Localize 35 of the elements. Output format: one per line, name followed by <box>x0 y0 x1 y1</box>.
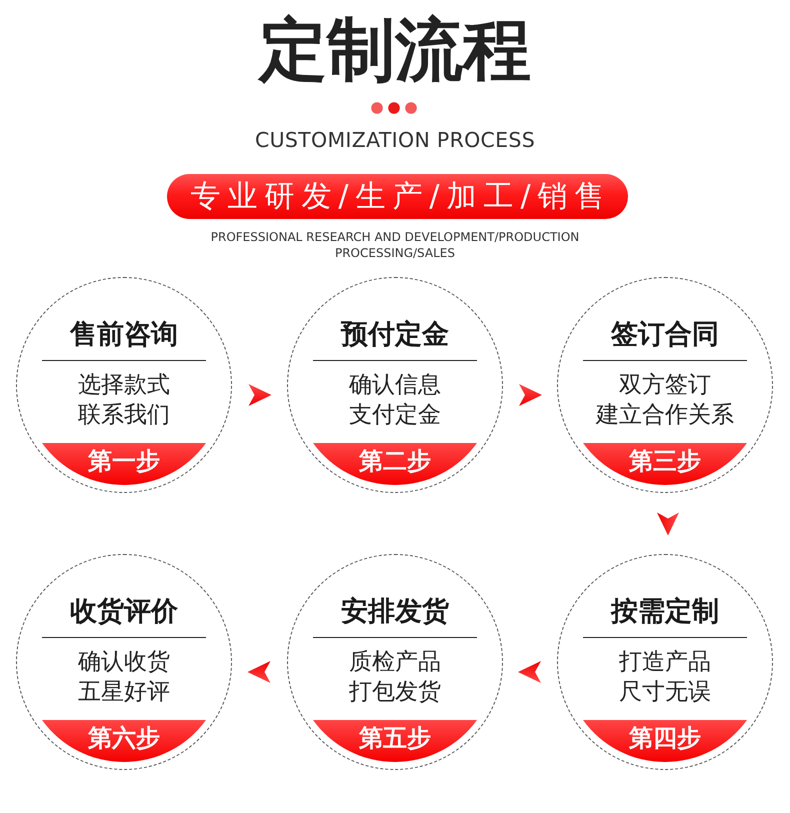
step-text: 确认收货 <box>78 648 170 676</box>
step-label: 第五步 <box>359 724 431 752</box>
step-text: 打造产品 <box>619 648 711 676</box>
step-text: 联系我们 <box>78 401 170 429</box>
step-label: 第四步 <box>629 724 701 752</box>
step-label: 第六步 <box>88 724 160 752</box>
step-label: 第一步 <box>88 447 160 475</box>
step-text: 五星好评 <box>78 678 170 706</box>
banner-pill <box>167 174 628 219</box>
step-label: 第三步 <box>629 447 701 475</box>
step-text: 建立合作关系 <box>596 401 734 429</box>
step-title: 预付定金 <box>341 318 449 352</box>
step-banner <box>42 720 206 762</box>
banner-text: 专业研发/生产/加工/销售 <box>190 178 612 216</box>
step-label: 第二步 <box>359 447 431 475</box>
step-banner <box>583 720 747 762</box>
step-text: 确认信息 <box>349 371 441 399</box>
step-text: 尺寸无误 <box>619 678 711 706</box>
step-text: 选择款式 <box>78 371 170 399</box>
step-text: 双方签订 <box>619 371 711 399</box>
description-text: PROFESSIONAL RESEARCH AND DEVELOPMENT/PRODUCTION PROCESSING/SALES <box>210 229 580 261</box>
step-banner <box>313 720 477 762</box>
step-text: 打包发货 <box>349 678 441 706</box>
subtitle: CUSTOMIZATION PROCESS <box>254 127 536 153</box>
step-banner <box>583 443 747 485</box>
step-banner <box>313 443 477 485</box>
step-banner <box>42 443 206 485</box>
step-text: 支付定金 <box>349 401 441 429</box>
step-title: 签订合同 <box>611 318 719 352</box>
step-text: 质检产品 <box>349 648 441 676</box>
step-title: 收货评价 <box>70 595 178 629</box>
step-title: 售前咨询 <box>70 318 178 352</box>
step-title: 按需定制 <box>611 595 719 629</box>
page-title: 定制流程 <box>259 14 531 88</box>
step-title: 安排发货 <box>341 595 449 629</box>
